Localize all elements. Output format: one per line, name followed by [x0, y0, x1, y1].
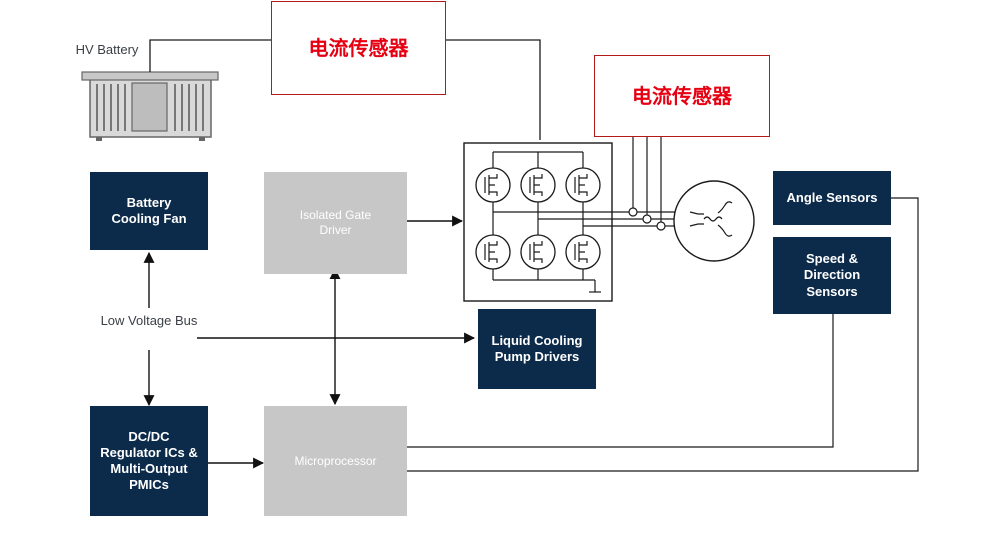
liquid-cooling-label: Liquid Cooling Pump Drivers	[491, 332, 583, 364]
angle-sensors-label: Angle Sensors	[786, 189, 878, 205]
microprocessor-block: Microprocessor	[264, 406, 407, 516]
microprocessor-label: Microprocessor	[294, 453, 377, 468]
liquid-cooling-block: Liquid Cooling Pump Drivers	[478, 309, 596, 389]
current-sensor-top-label: 电流传感器	[308, 35, 409, 60]
hv-battery-label: HV Battery	[75, 42, 139, 57]
isolated-gate-driver-block: Isolated Gate Driver	[264, 172, 407, 274]
speed-direction-sensors-block: Speed & Direction Sensors	[773, 237, 891, 314]
current-sensor-right: 电流传感器	[594, 55, 770, 137]
connector-arrows	[143, 215, 476, 469]
inverter-block	[463, 142, 661, 302]
isolated-gate-driver-label: Isolated Gate Driver	[299, 208, 372, 237]
battery-cooling-fan-block: Battery Cooling Fan	[90, 172, 208, 250]
speed-direction-sensors-label: Speed & Direction Sensors	[803, 251, 861, 299]
battery-cooling-fan-label: Battery Cooling Fan	[111, 194, 187, 226]
low-voltage-bus-label: Low Voltage Bus	[100, 313, 198, 328]
current-sensor-right-label: 电流传感器	[632, 83, 732, 108]
dcdc-block: DC/DC Regulator ICs & Multi-Output PMICs	[90, 406, 208, 516]
hv-battery-icon	[81, 71, 219, 141]
sensor-wires	[632, 136, 662, 226]
motor-icon	[673, 180, 755, 262]
angle-sensors-block: Angle Sensors	[773, 171, 891, 225]
current-sensor-top: 电流传感器	[271, 1, 446, 95]
dcdc-label: DC/DC Regulator ICs & Multi-Output PMICs	[100, 428, 198, 493]
